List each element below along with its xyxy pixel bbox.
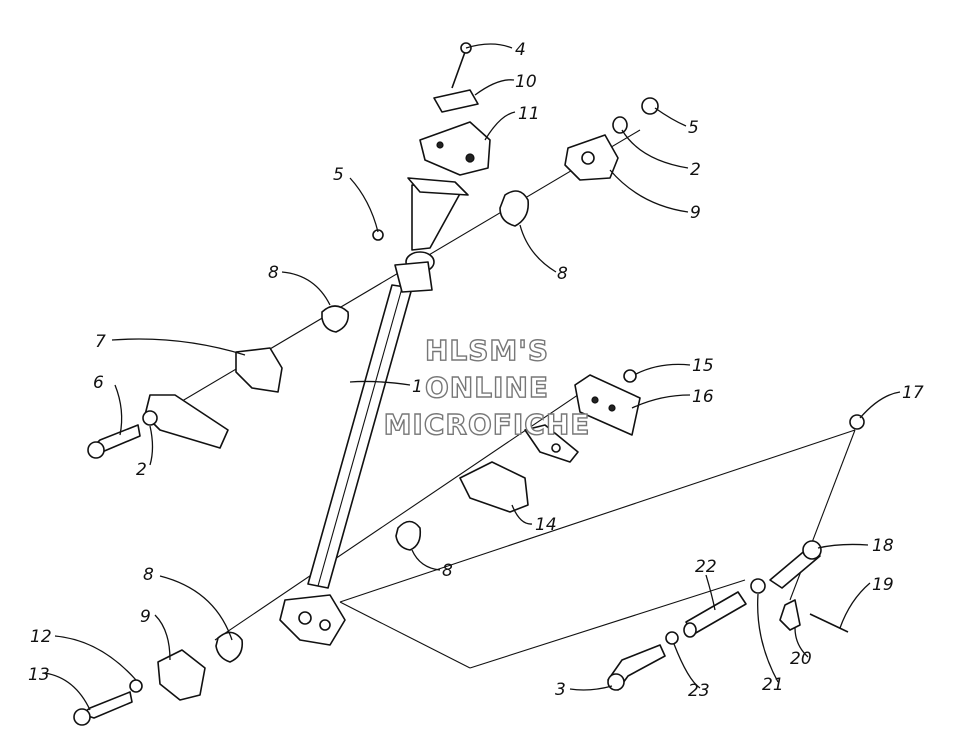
callout-8-upper: 8 [557,264,568,284]
callout-4: 4 [515,40,526,60]
callout-5-right: 5 [688,118,699,138]
callout-7: 7 [95,332,106,352]
lower-left-hardware [73,679,143,726]
callout-labels: 4 10 11 5 5 2 9 8 8 7 6 2 1 15 16 17 14 … [28,40,924,701]
callout-18: 18 [872,536,894,556]
callout-12: 12 [30,627,52,647]
bushing-8-left [321,305,350,333]
assembly-axes [149,129,856,669]
leader-lines [44,43,901,711]
callout-13: 13 [28,665,50,685]
upper-right-clamp [564,97,659,181]
callout-10: 10 [515,72,537,92]
clamp-9-lower [157,649,206,701]
callout-9-upper: 9 [690,203,701,223]
callout-21: 21 [762,675,784,695]
bushing-8-lower-left [215,631,244,663]
callout-8-lower-left: 8 [143,565,154,585]
watermark-line1: HLSM'S [425,334,549,367]
callout-5-left: 5 [333,165,344,185]
callout-8-lower: 8 [442,561,453,581]
clamp-14 [459,461,529,513]
callout-19: 19 [872,575,894,595]
plate-16 [524,369,641,463]
callout-22: 22 [695,557,717,577]
callout-3: 3 [555,680,566,700]
callout-2-upper: 2 [690,160,701,180]
left-bracket [87,394,229,459]
callout-16: 16 [692,387,714,407]
watermark-line2: ONLINE [425,371,549,404]
bushing-8-lower [395,520,422,551]
callout-8-left: 8 [268,263,279,283]
callout-1: 1 [412,377,423,397]
callout-15: 15 [692,356,714,376]
tie-rod-hardware [607,414,865,691]
callout-6: 6 [93,373,104,393]
callout-17: 17 [902,383,924,403]
callout-11: 11 [518,104,540,124]
callout-14: 14 [535,515,557,535]
watermark-line3: MICROFICHE [384,408,591,441]
callout-9-lower: 9 [140,607,151,627]
clamp-7 [235,347,283,393]
steering-post [279,177,469,646]
handlebar-block [419,42,491,176]
callout-20: 20 [790,649,812,669]
callout-2-lower: 2 [136,460,147,480]
watermark: HLSM'S ONLINE MICROFICHE [383,333,591,441]
bushing-8-upper [499,190,530,227]
callout-23: 23 [688,681,710,701]
